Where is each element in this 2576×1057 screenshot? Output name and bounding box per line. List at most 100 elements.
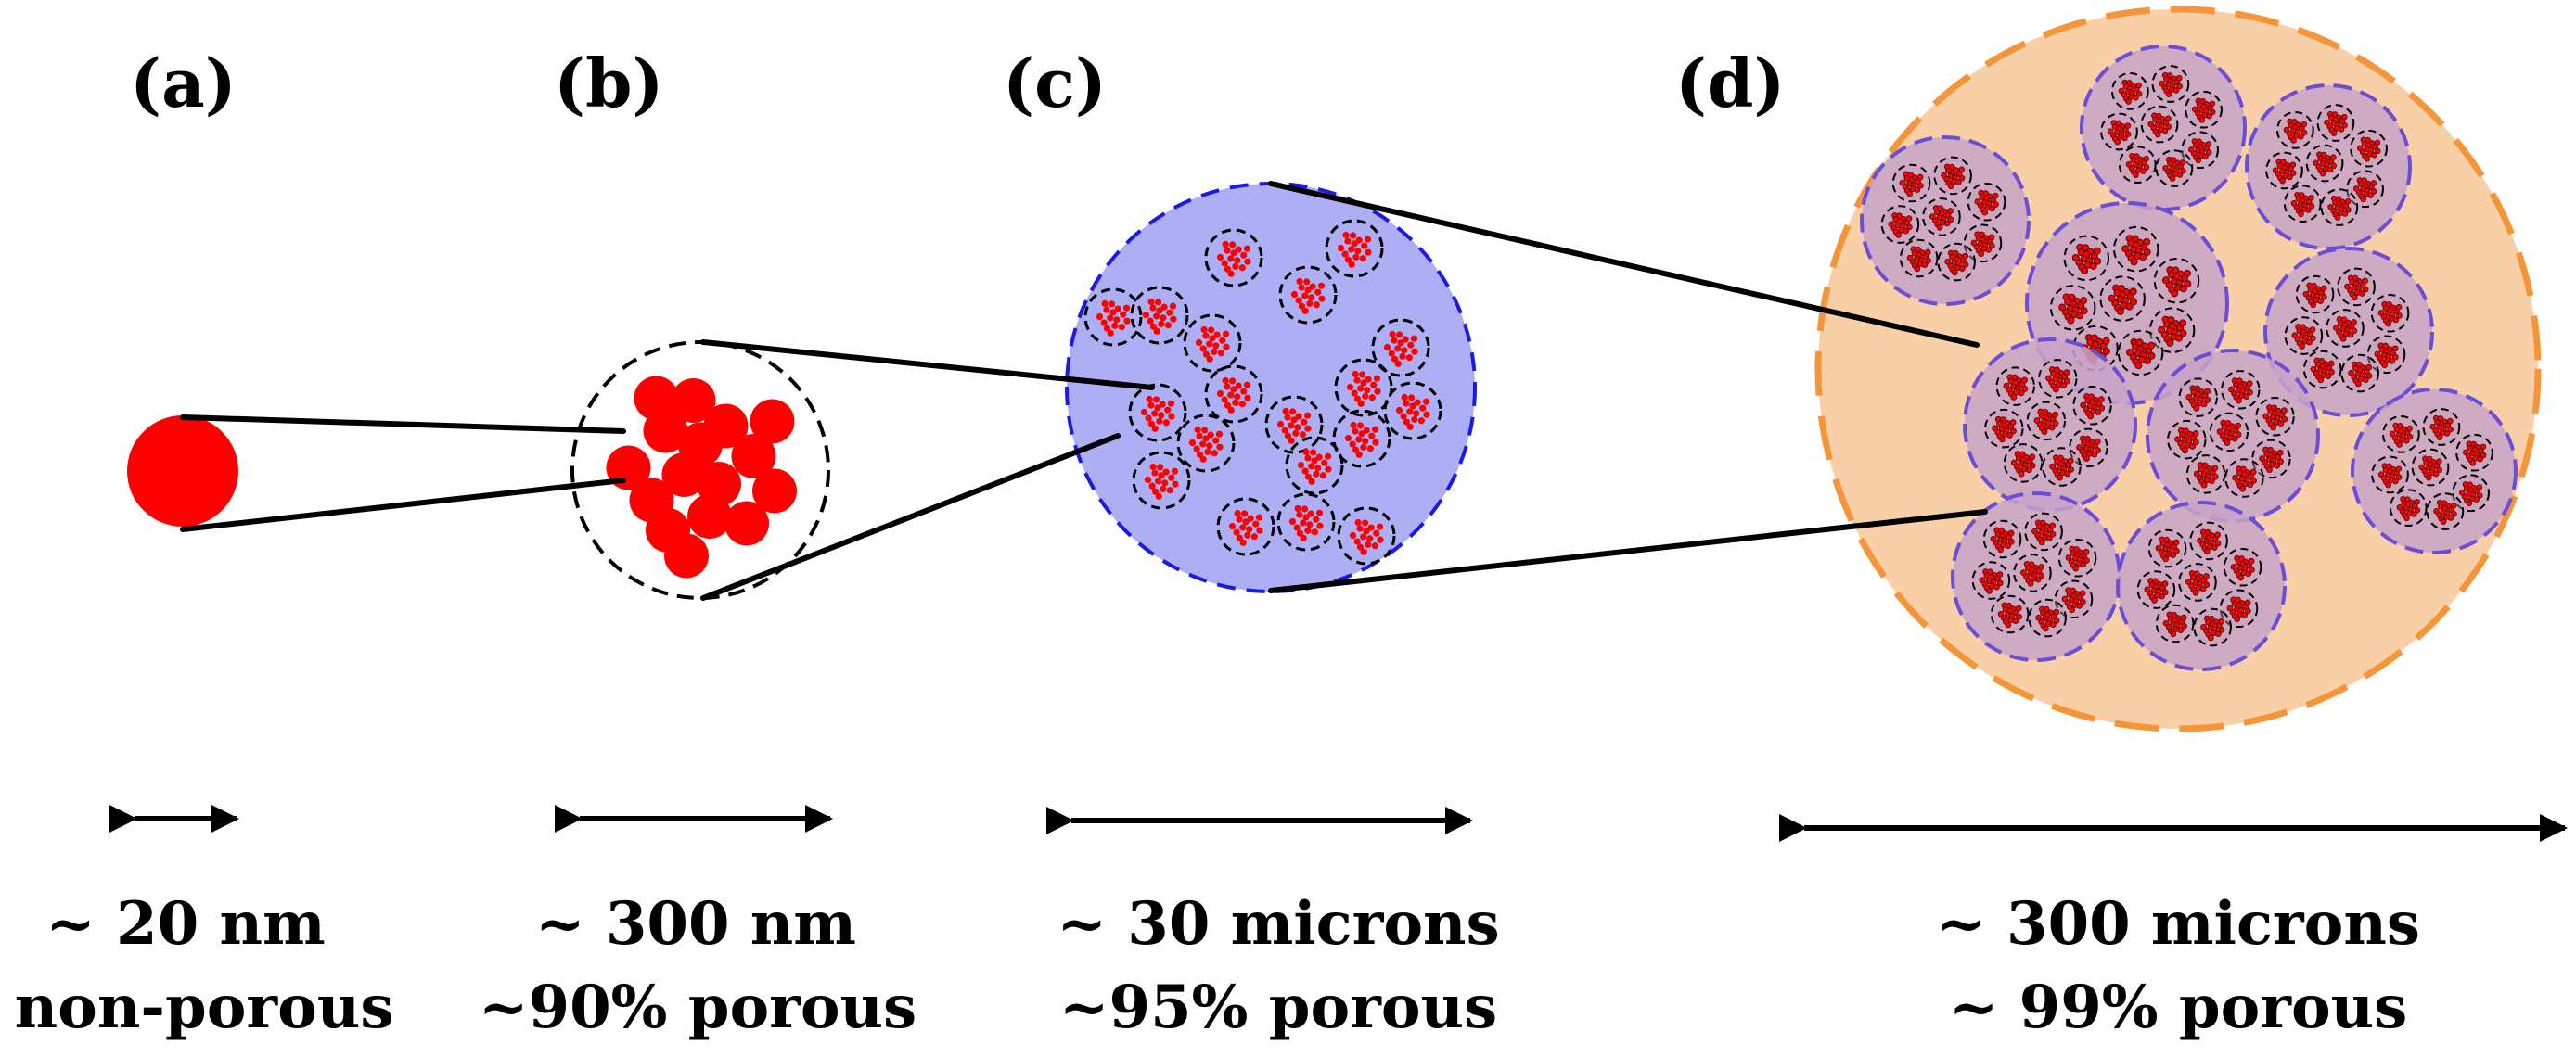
mini-aggregate	[2255, 397, 2295, 437]
mini-primary-particle	[2010, 420, 2016, 425]
panel-label-c: (c)	[1003, 44, 1107, 122]
mini-primary-particle	[2162, 581, 2168, 586]
mini-primary-particle	[2000, 417, 2006, 423]
mini-aggregate	[2284, 316, 2324, 355]
mini-aggregate	[2026, 401, 2067, 441]
mini-primary-particle	[2068, 317, 2074, 324]
mini-primary-particle	[2219, 627, 2224, 632]
mini-aggregate-outline	[2452, 474, 2490, 513]
mini-aggregate	[2276, 111, 2314, 149]
mini-primary-particle	[2378, 472, 2384, 477]
mini-primary-particle	[2026, 467, 2031, 473]
mini-aggregate-outline	[2224, 458, 2264, 498]
mini-aggregate	[1383, 381, 1442, 440]
mini-primary-particle	[2386, 321, 2391, 326]
mini-primary-particle	[2313, 160, 2319, 166]
mini-aggregate-outline	[2340, 353, 2379, 393]
mini-primary-particle	[2207, 113, 2211, 119]
mini-primary-particle	[1227, 406, 1235, 414]
mini-primary-particle	[2169, 272, 2174, 278]
mini-primary-particle	[2281, 159, 2286, 165]
mini-aggregate	[2111, 72, 2149, 110]
mini-primary-particle	[2070, 551, 2076, 555]
mini-aggregate-outline	[1183, 313, 1242, 373]
mini-aggregate	[1264, 395, 1324, 454]
mini-aggregate	[1371, 318, 1430, 377]
mini-primary-particle	[2073, 566, 2079, 571]
mini-primary-particle	[1243, 245, 1251, 252]
mini-primary-particle	[2051, 614, 2057, 619]
mini-primary-particle	[2032, 528, 2037, 534]
mini-primary-particle	[1938, 206, 1943, 211]
mini-primary-particle	[1160, 303, 1168, 311]
mini-primary-particle	[2204, 582, 2210, 588]
mini-aggregate-outline	[2117, 329, 2164, 376]
mini-primary-particle	[2204, 574, 2209, 579]
mini-primary-particle	[2182, 275, 2187, 282]
mini-primary-particle	[2190, 575, 2196, 580]
mini-primary-particle	[2396, 475, 2402, 480]
mini-aggregate-outline	[1383, 381, 1442, 440]
mini-primary-particle	[2237, 612, 2243, 617]
mini-primary-particle	[1365, 248, 1372, 256]
mini-primary-particle	[1351, 240, 1358, 248]
mini-primary-particle	[2019, 452, 2025, 457]
mini-primary-particle	[2343, 331, 2349, 337]
mini-primary-particle	[2277, 450, 2283, 455]
mini-primary-particle	[1232, 399, 1239, 406]
mini-primary-particle	[1945, 259, 1950, 264]
mini-primary-particle	[1372, 439, 1379, 446]
mini-primary-particle	[2133, 162, 2138, 168]
mini-primary-particle	[1166, 487, 1173, 494]
mini-aggregate-outline	[2013, 554, 2052, 592]
mini-primary-particle	[1991, 197, 1996, 203]
mini-primary-particle	[2345, 284, 2350, 289]
mini-aggregate-outline	[2140, 105, 2179, 144]
mini-primary-particle	[2333, 200, 2338, 205]
mini-primary-particle	[1945, 212, 1951, 218]
mini-primary-particle	[2393, 478, 2398, 484]
mini-aggregate	[2382, 415, 2420, 453]
mini-primary-particle	[1353, 395, 1362, 402]
mini-primary-particle	[1295, 413, 1302, 420]
mini-primary-particle	[2387, 302, 2391, 307]
mini-primary-particle	[1156, 307, 1163, 314]
mini-primary-particle	[2171, 553, 2176, 557]
mini-primary-particle	[1953, 250, 1958, 256]
mini-primary-particle	[1147, 317, 1154, 325]
mini-primary-particle	[1419, 404, 1427, 412]
mini-primary-particle	[2318, 377, 2324, 383]
mini-primary-particle	[2073, 555, 2078, 561]
mini-primary-particle	[2164, 77, 2169, 82]
mini-primary-particle	[1142, 311, 1150, 319]
mini-primary-particle	[2006, 535, 2012, 541]
mini-primary-particle	[1959, 175, 1965, 181]
mini-primary-particle	[2227, 605, 2233, 611]
mini-aggregate	[1128, 383, 1187, 442]
mini-primary-particle	[2069, 294, 2075, 300]
mini-primary-particle	[2050, 416, 2056, 422]
mini-primary-particle	[2046, 621, 2051, 627]
mini-aggregate-outline	[1891, 163, 1931, 203]
mini-primary-particle	[1342, 231, 1350, 239]
mini-primary-particle	[1145, 414, 1152, 422]
mini-primary-particle	[2312, 283, 2316, 288]
mini-primary-particle	[2242, 613, 2248, 618]
mini-primary-particle	[2352, 320, 2356, 325]
mini-aggregate	[2320, 188, 2359, 226]
mini-primary-particle	[2057, 382, 2061, 388]
mini-primary-particle	[1951, 179, 1956, 184]
mini-primary-particle	[2180, 330, 2186, 337]
mini-primary-particle	[1389, 330, 1396, 338]
mini-primary-particle	[1952, 270, 1957, 275]
mini-primary-particle	[2185, 579, 2191, 585]
mini-primary-particle	[2166, 82, 2172, 87]
mini-primary-particle	[2335, 205, 2340, 210]
mini-primary-particle	[2451, 503, 2456, 508]
mini-primary-particle	[2238, 575, 2244, 580]
mini-primary-particle	[1149, 304, 1157, 312]
mini-aggregate-outline	[2118, 146, 2157, 184]
mini-primary-particle	[1960, 258, 1966, 263]
mini-aggregate	[2326, 309, 2365, 348]
mini-primary-particle	[2134, 172, 2138, 178]
